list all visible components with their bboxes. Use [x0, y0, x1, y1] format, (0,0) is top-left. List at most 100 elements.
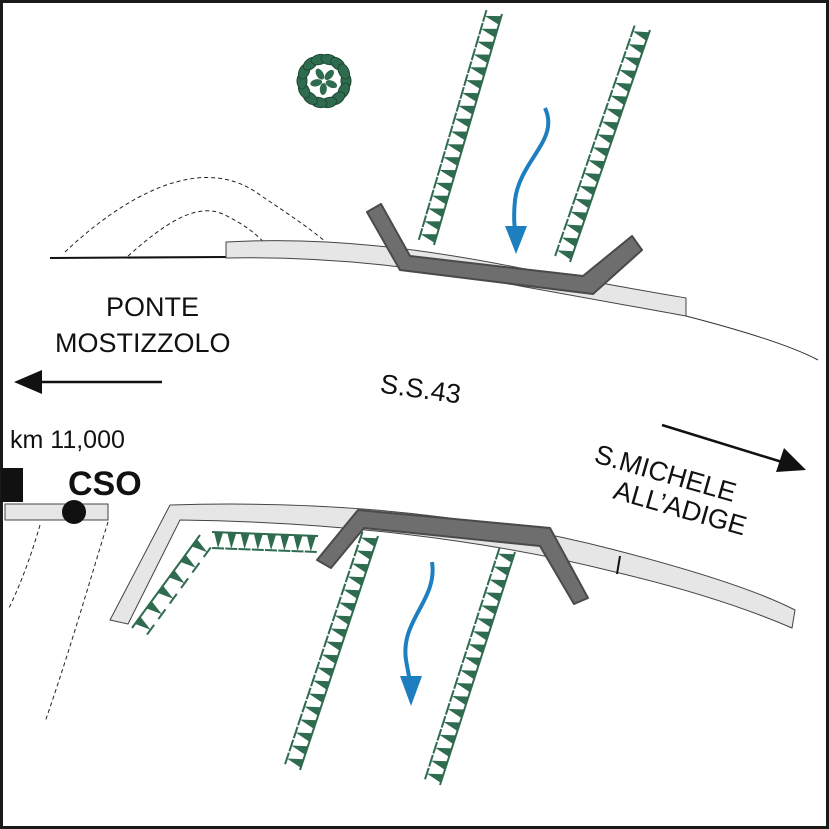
- vegetation-tick: [240, 533, 250, 550]
- vegetation-tick: [574, 198, 592, 209]
- vegetation-tick: [330, 628, 347, 638]
- vegetation-tick: [579, 185, 596, 196]
- vegetation-tick: [614, 82, 632, 93]
- vegetation-tick: [157, 585, 174, 599]
- vegetation-row-upper-left: [417, 9, 503, 246]
- vegetation-tick: [325, 641, 343, 651]
- vegetation-tick: [623, 57, 641, 67]
- vegetation-tick: [565, 224, 583, 235]
- vegetation-tick: [347, 576, 365, 586]
- vegetation-tick: [462, 92, 479, 102]
- vegetation-tick: [267, 534, 277, 551]
- vegetation-tick: [304, 706, 321, 716]
- vegetation-tick: [295, 732, 313, 742]
- arrow-right-icon: [661, 423, 806, 472]
- vegetation-tick: [458, 105, 475, 115]
- contour-line-outer: [64, 177, 329, 253]
- vegetation-tick: [489, 579, 506, 589]
- vegetation-tick: [447, 708, 465, 719]
- vegetation-row-upper-right: [554, 25, 651, 263]
- vegetation-tick: [588, 160, 605, 170]
- vegetation-tick: [343, 589, 360, 599]
- vegetation-tick: [338, 602, 356, 612]
- tree-leaf: [310, 79, 323, 87]
- cso-point-icon: [62, 500, 86, 524]
- vegetation-tick: [570, 211, 588, 222]
- vegetation-tick: [456, 683, 473, 693]
- tree-leaf: [319, 82, 327, 95]
- upper-bridge: [366, 203, 643, 295]
- vegetation-tick: [450, 131, 468, 141]
- contour-line-lower-1: [44, 521, 109, 723]
- vegetation-tick: [468, 644, 486, 654]
- vegetation-tick: [619, 69, 636, 80]
- vegetation-tick: [610, 95, 628, 106]
- vegetation-tick: [146, 601, 162, 615]
- vegetation-tick: [435, 182, 453, 192]
- vegetation-tick: [180, 554, 196, 568]
- vegetation-tick: [351, 563, 369, 573]
- vegetation-tick: [460, 670, 477, 680]
- vegetation-tick: [464, 657, 481, 667]
- vegetation-tick: [454, 118, 472, 128]
- label-mostizzolo: MOSTIZZOLO: [55, 328, 231, 358]
- vegetation-tick: [473, 54, 491, 64]
- vegetation-tick: [451, 695, 469, 706]
- vegetation-tick: [481, 605, 498, 615]
- vegetation-tick: [477, 41, 494, 51]
- vegetation-tick: [431, 195, 449, 205]
- vegetation-tick: [597, 134, 614, 144]
- vegetation-tick: [605, 108, 623, 119]
- vegetation-tick: [360, 537, 378, 547]
- tree-leaf: [324, 69, 334, 81]
- vegetation-tick: [469, 67, 487, 77]
- vegetation-tick: [446, 144, 464, 154]
- vegetation-tick: [191, 539, 208, 553]
- vegetation-tick: [443, 721, 461, 732]
- tree-leaf: [337, 63, 351, 80]
- label-km: km 11,000: [10, 426, 125, 454]
- vegetation-row-lower-right: [424, 547, 516, 786]
- vegetation-tick: [306, 535, 316, 552]
- vegetation-tick: [293, 535, 303, 552]
- vegetation-tick: [601, 121, 619, 131]
- vegetation-tick: [484, 15, 502, 25]
- vegetation-tick: [420, 234, 438, 243]
- vegetation-tick: [480, 28, 498, 38]
- vegetation-tick: [472, 631, 490, 641]
- vegetation-tick: [308, 693, 326, 703]
- tree-cluster-icon: [296, 53, 352, 109]
- vegetation-row-bend-diag: [131, 534, 212, 636]
- tree-leaf: [325, 80, 338, 89]
- vegetation-tick: [431, 760, 448, 770]
- vegetation-tick: [465, 80, 483, 89]
- vegetation-tick: [485, 592, 502, 602]
- road-edge-upper-right: [685, 315, 819, 361]
- label-road: S.S.43: [378, 369, 462, 410]
- vegetation-tick: [426, 773, 444, 783]
- vegetation-row-bend-top: [211, 531, 319, 553]
- vegetation-tick: [557, 250, 574, 260]
- water-flow-arrow-lower: [400, 561, 435, 706]
- vegetation-tick: [443, 157, 460, 166]
- cso-pipe: [4, 503, 109, 521]
- vegetation-tick: [312, 680, 330, 690]
- road-edge-upper-left: [49, 256, 227, 259]
- vegetation-tick: [135, 616, 151, 630]
- vegetation-tick: [214, 532, 224, 549]
- vegetation-tick: [435, 747, 452, 757]
- vegetation-tick: [561, 237, 579, 247]
- vegetation-tick: [439, 169, 457, 179]
- vegetation-tick: [227, 532, 237, 549]
- contour-line-inner: [127, 210, 266, 257]
- vegetation-tick: [317, 667, 334, 677]
- vegetation-tick: [253, 533, 263, 550]
- lower-bridge: [316, 509, 589, 605]
- vegetation-row-lower-left: [284, 531, 379, 771]
- vegetation-tick: [321, 654, 339, 664]
- water-flow-arrow-upper: [505, 107, 551, 254]
- vegetation-tick: [439, 734, 456, 744]
